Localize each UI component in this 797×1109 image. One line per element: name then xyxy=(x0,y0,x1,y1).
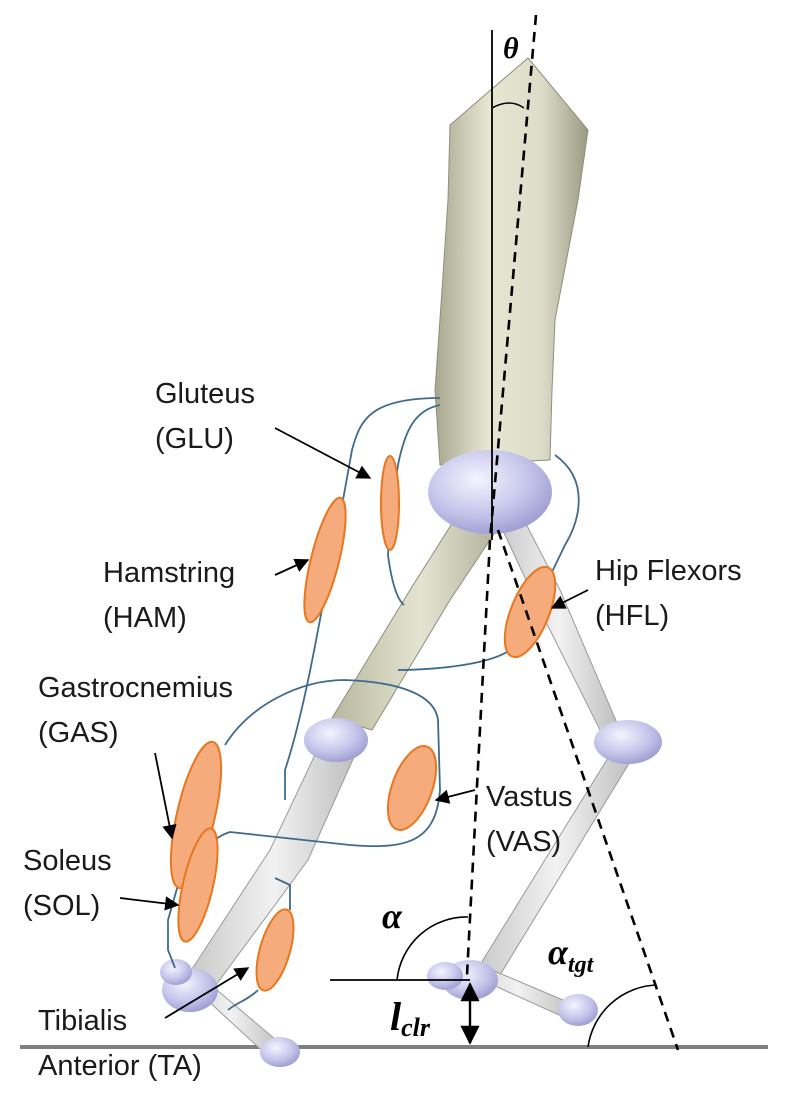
sol-abbr-label: (SOL) xyxy=(23,890,100,922)
ta-abbr-label: Anterior (TA) xyxy=(38,1050,202,1082)
hfl-name-label: Hip Flexors xyxy=(595,555,742,587)
ta-name-label: Tibialis xyxy=(38,1005,127,1037)
alpha-target-symbol: αtgt xyxy=(548,932,595,978)
clearance-symbol: lclr xyxy=(390,994,431,1042)
glu-abbr-label: (GLU) xyxy=(155,423,234,455)
gluteus-tendon xyxy=(387,404,441,606)
stance-leg-dashed xyxy=(465,539,492,976)
tibialis-muscle xyxy=(255,908,295,992)
right-leg xyxy=(427,519,662,1026)
gastrocnemius-muscle xyxy=(169,740,223,890)
clearance-sub: clr xyxy=(401,1013,431,1042)
gastrocnemius-tendon xyxy=(195,679,441,881)
vas-abbr-label: (VAS) xyxy=(486,826,561,858)
tibialis-tendon xyxy=(227,877,291,1011)
gas-name-label: Gastrocnemius xyxy=(38,672,233,704)
hamstring-muscle xyxy=(303,496,347,624)
gluteus-muscle xyxy=(380,455,400,551)
alpha-arc xyxy=(396,916,469,981)
left-heel-joint xyxy=(160,959,192,985)
label-arrows xyxy=(119,427,589,1019)
ham-name-label: Hamstring xyxy=(103,557,235,589)
alpha-target-base: α xyxy=(548,932,569,972)
hip-flexor-muscle xyxy=(503,565,557,659)
right-heel-joint xyxy=(427,962,463,990)
arrow-gas xyxy=(154,752,177,840)
arrow-glu xyxy=(274,427,372,479)
theta-arc xyxy=(491,102,525,109)
theta-symbol: θ xyxy=(503,32,519,65)
ham-abbr-label: (HAM) xyxy=(103,602,187,634)
arrow-ta xyxy=(164,967,250,1019)
arrow-ham xyxy=(274,558,310,576)
left-knee-joint xyxy=(304,718,368,762)
sol-name-label: Soleus xyxy=(23,845,112,877)
muscles xyxy=(169,455,557,992)
trunk-axis-dashed xyxy=(488,14,538,541)
soleus-muscle xyxy=(177,827,219,943)
trunk xyxy=(434,57,589,466)
arrow-hfl xyxy=(550,589,589,609)
gas-abbr-label: (GAS) xyxy=(38,717,119,749)
hfl-abbr-label: (HFL) xyxy=(595,600,669,632)
glu-name-label: Gluteus xyxy=(155,378,255,410)
left-toe-joint xyxy=(260,1037,300,1067)
vas-name-label: Vastus xyxy=(486,781,573,813)
alpha-target-arc xyxy=(587,984,657,1048)
target-leg-dashed xyxy=(496,529,680,1051)
soleus-tendon xyxy=(167,884,179,969)
arrow-sol xyxy=(119,896,180,911)
hip-joint xyxy=(428,450,552,534)
hamstring-tendon xyxy=(284,397,441,800)
alpha-symbol: α xyxy=(382,896,403,936)
alpha-target-sub: tgt xyxy=(568,952,595,978)
clearance-base: l xyxy=(390,994,402,1039)
right-toe-joint xyxy=(558,994,598,1026)
vastus-muscle xyxy=(386,745,438,831)
arrow-vas xyxy=(434,789,476,804)
right-knee-joint xyxy=(594,720,662,764)
